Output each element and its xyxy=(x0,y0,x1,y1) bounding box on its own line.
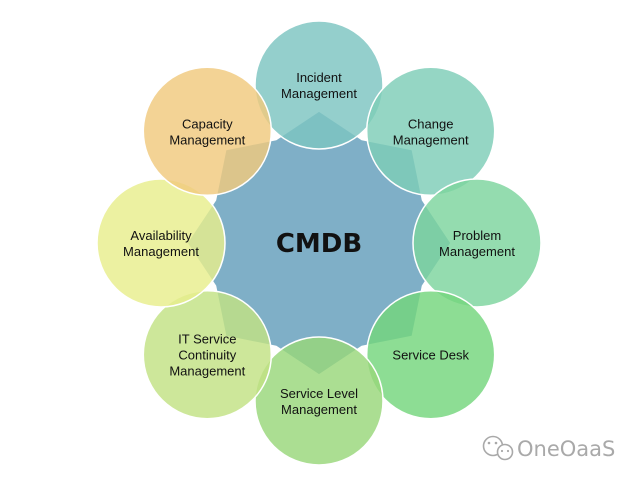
node-label-change: Change xyxy=(408,116,454,131)
wechat-icon xyxy=(482,435,514,461)
node-label-service-desk: Service Desk xyxy=(392,348,469,363)
node-label-it-continuity: Continuity xyxy=(178,348,236,363)
watermark-text: OneOaaS xyxy=(517,437,615,461)
node-label-change: Management xyxy=(393,132,469,147)
node-label-incident: Management xyxy=(281,86,357,101)
process-nodes: IncidentManagementChangeManagementProble… xyxy=(96,20,542,466)
node-circle-availability xyxy=(96,178,226,308)
node-label-it-continuity: Management xyxy=(169,364,245,379)
node-label-problem: Management xyxy=(439,244,515,259)
node-label-service-level: Management xyxy=(281,402,357,417)
node-circle-problem xyxy=(412,178,542,308)
node-circle-capacity xyxy=(142,66,273,197)
node-label-service-level: Service Level xyxy=(280,386,358,401)
node-service-desk: Service Desk xyxy=(365,289,496,420)
node-label-capacity: Management xyxy=(169,132,245,147)
node-circle-incident xyxy=(254,20,384,150)
node-circle-service-desk xyxy=(365,289,496,420)
node-label-capacity: Capacity xyxy=(182,116,233,131)
watermark: OneOaaS xyxy=(482,435,615,461)
node-label-problem: Problem xyxy=(453,228,501,243)
node-circle-it-continuity xyxy=(142,289,273,420)
node-circle-service-level xyxy=(254,336,384,466)
node-label-incident: Incident xyxy=(296,70,342,85)
node-label-it-continuity: IT Service xyxy=(178,332,236,347)
cmdb-label: CMDB xyxy=(276,229,362,259)
node-label-availability: Availability xyxy=(130,228,192,243)
node-circle-change xyxy=(365,66,496,197)
node-label-availability: Management xyxy=(123,244,199,259)
